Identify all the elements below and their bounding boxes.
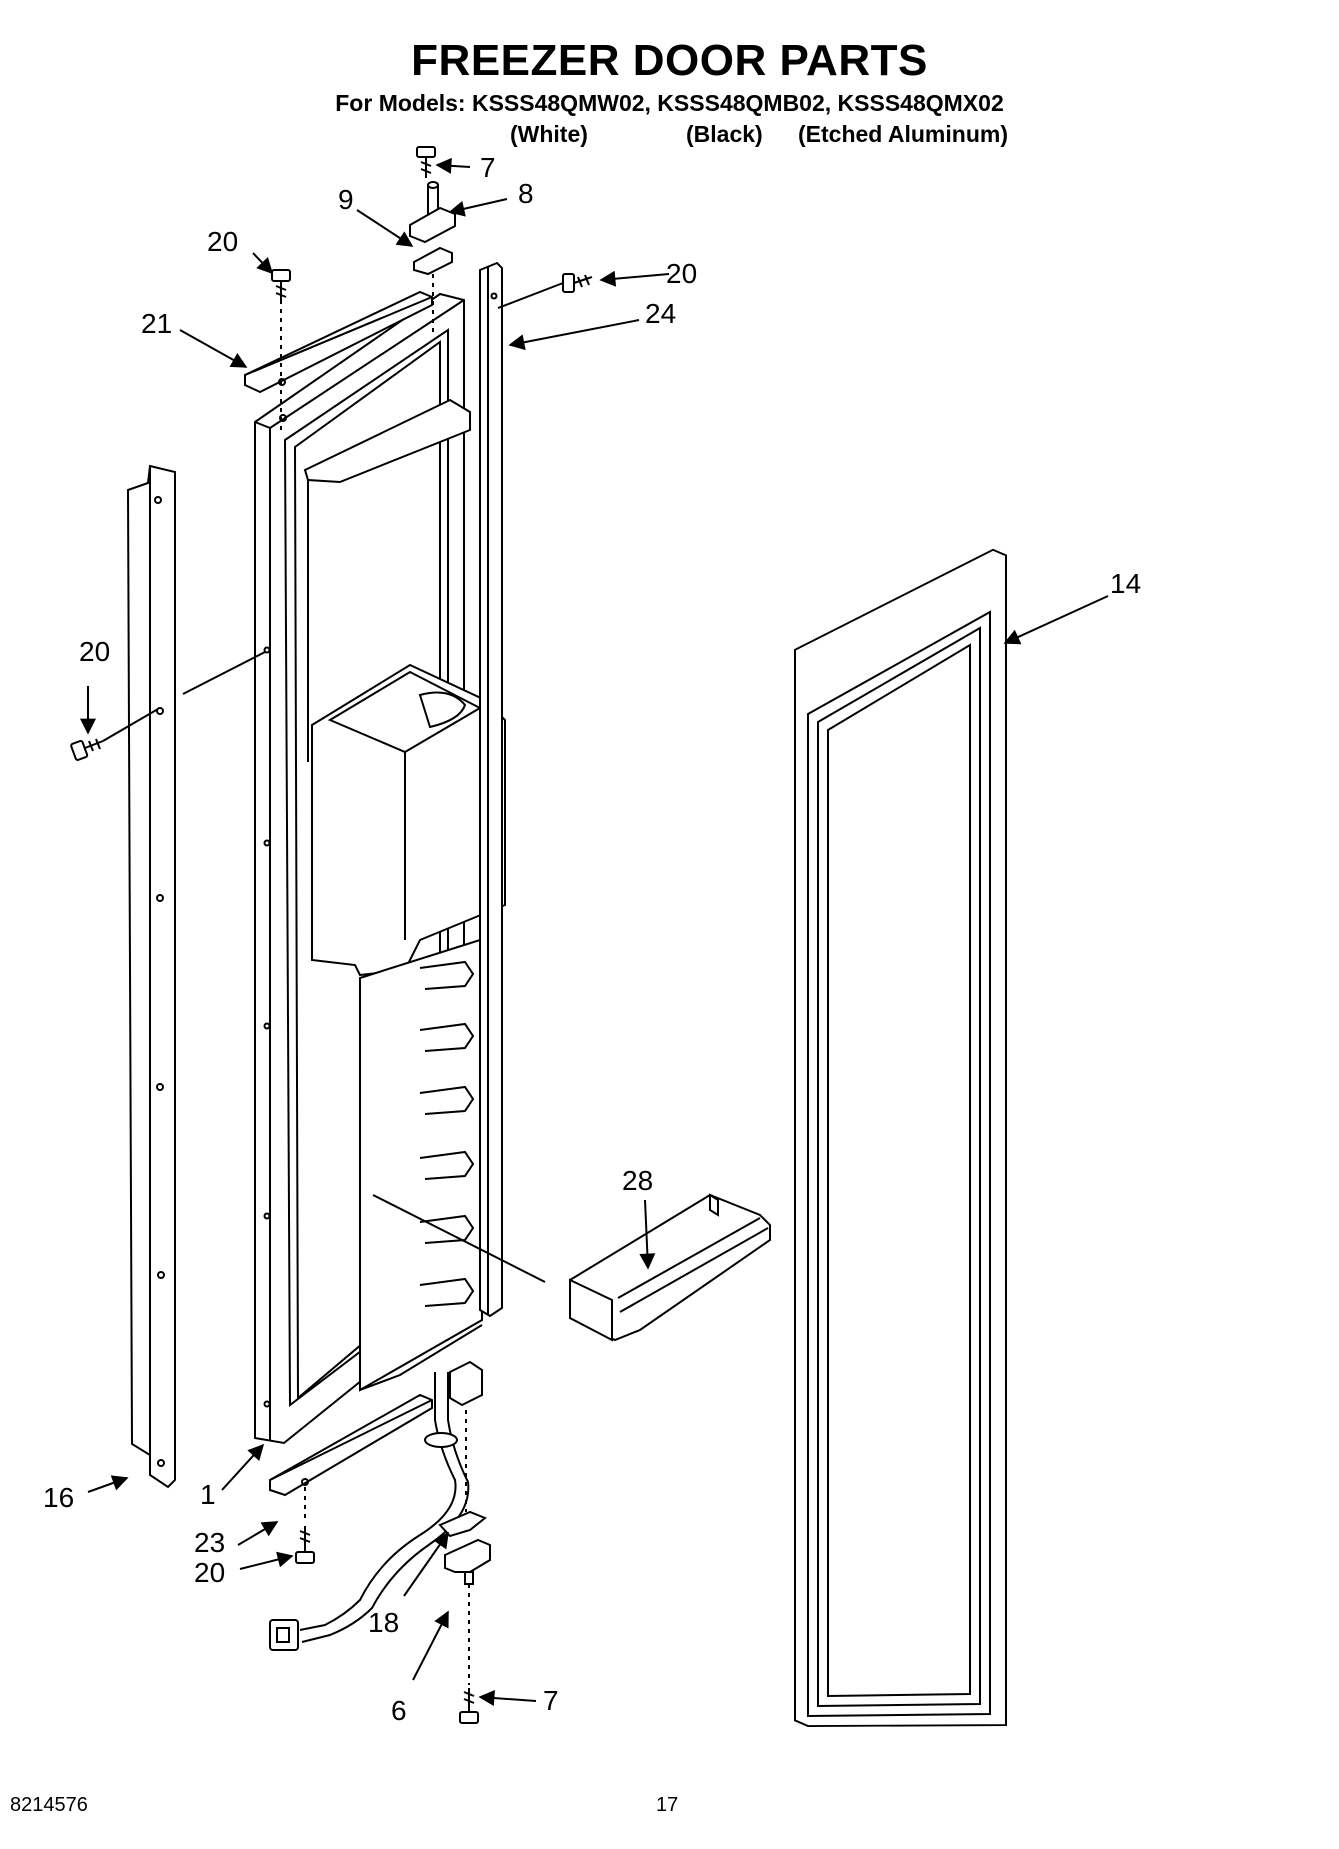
bottom-bracket — [269, 1393, 433, 1497]
callout-14: 14 — [1110, 568, 1141, 599]
callout-8: 8 — [518, 178, 534, 209]
callout-24: 24 — [645, 298, 676, 329]
wire-harness — [269, 1372, 470, 1651]
callout-21: 21 — [141, 308, 172, 339]
callout-6: 6 — [391, 1695, 407, 1726]
models-line: For Models: KSSS48QMW02, KSSS48QMB02, KS… — [335, 90, 1004, 116]
screw-20-bottom — [295, 1478, 315, 1564]
screw-20-left — [70, 651, 266, 761]
page-title: FREEZER DOOR PARTS — [411, 36, 928, 85]
hinge-screw-bottom — [459, 1688, 479, 1724]
variant-black: (Black) — [686, 121, 763, 147]
screw-20-top-left — [271, 269, 291, 430]
door-gasket — [794, 548, 1007, 1727]
callout-20-top-left: 20 — [207, 226, 238, 257]
top-hinge — [409, 181, 456, 335]
callout-16: 16 — [43, 1482, 74, 1513]
door-bin — [372, 1193, 771, 1342]
hinge-screw-top — [416, 146, 436, 178]
callout-7-bottom: 7 — [543, 1685, 559, 1716]
leader-lines — [80, 157, 1109, 1707]
variant-white: (White) — [510, 121, 588, 147]
callout-28: 28 — [622, 1165, 653, 1196]
variant-etched-aluminum: (Etched Aluminum) — [798, 121, 1008, 147]
callout-23: 23 — [194, 1527, 225, 1558]
document-number: 8214576 — [10, 1794, 88, 1816]
callout-20-left: 20 — [79, 636, 110, 667]
screw-20-top-right — [497, 273, 593, 309]
page-number: 17 — [656, 1794, 679, 1816]
callout-20-bottom: 20 — [194, 1557, 225, 1588]
callout-9: 9 — [338, 184, 354, 215]
callout-20-top-right: 20 — [666, 258, 697, 289]
callout-7-top: 7 — [480, 152, 496, 183]
door-liner — [254, 292, 506, 1445]
callout-1: 1 — [200, 1479, 216, 1510]
side-trim-strip — [126, 464, 176, 1489]
hinge-side-strip — [479, 261, 503, 1318]
callout-18: 18 — [368, 1607, 399, 1638]
